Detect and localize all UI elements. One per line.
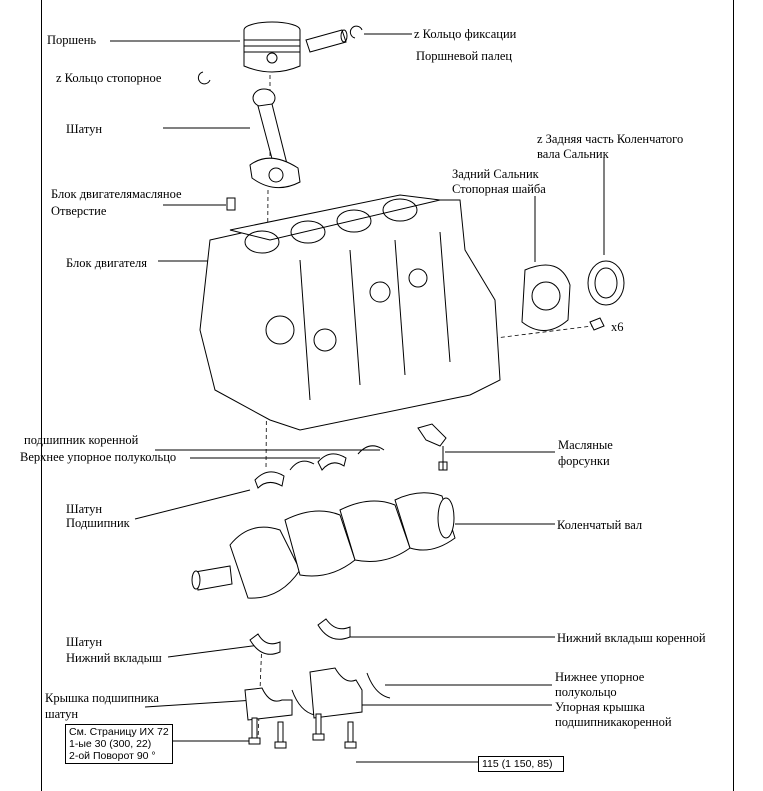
- label-lower-thrust-line1: Нижнее упорное: [555, 670, 645, 684]
- rear-oil-seal-shape: [587, 260, 625, 306]
- label-crankshaft: Коленчатый вал: [557, 518, 643, 532]
- label-oil-hole-line1: Блок двигателямасляное: [51, 187, 182, 201]
- label-oil-jets-line2: форсунки: [558, 454, 610, 468]
- label-engine-block: Блок двигателя: [66, 256, 147, 270]
- label-main-bearing: подшипник коренной: [24, 433, 139, 447]
- label-bearing-cap-line1: Крышка подшипника: [45, 691, 159, 705]
- label-rear-oil-seal-line1: z Задняя часть Коленчатого: [537, 132, 684, 146]
- label-rear-retainer-line1: Задний Сальник: [452, 167, 539, 181]
- torque-spec-left-line2: 1-ые 30 (300, 22): [69, 738, 152, 750]
- crankshaft-shape: [191, 492, 456, 599]
- label-rear-oil-seal-line2: вала Сальник: [537, 147, 609, 161]
- label-rod-lower-line2: Нижний вкладыш: [66, 651, 162, 665]
- engine-block-shape: [199, 194, 501, 431]
- label-snap-ring-left: z Кольцо стопорное: [56, 71, 162, 85]
- label-snap-ring-right: z Кольцо фиксации: [414, 27, 517, 41]
- torque-spec-box-right: 115 (1 150, 85): [478, 756, 564, 772]
- torque-spec-right-line1: 115 (1 150, 85): [482, 758, 553, 770]
- label-oil-jets-line1: Масляные: [558, 438, 613, 452]
- label-rear-retainer-line2: Стопорная шайба: [452, 182, 546, 196]
- label-connecting-rod: Шатун: [66, 122, 103, 136]
- label-main-cap-line2: подшипникакоренной: [555, 715, 672, 729]
- piston-pin-shape: [305, 29, 348, 53]
- label-upper-thrust: Верхнее упорное полукольцо: [20, 450, 177, 464]
- label-piston-pin: Поршневой палец: [416, 49, 513, 63]
- label-rod-bearing-line1: Шатун: [66, 502, 103, 516]
- label-rod-bearing-line2: Подшипник: [66, 516, 130, 530]
- label-bearing-cap-line2: шатун: [45, 707, 79, 721]
- frame-right-border: [733, 0, 734, 791]
- label-rod-lower-line1: Шатун: [66, 635, 103, 649]
- label-lower-main: Нижний вкладыш коренной: [557, 631, 706, 645]
- label-oil-hole-line2: Отверстие: [51, 204, 107, 218]
- connecting-rod-shape: [249, 88, 301, 189]
- label-piston: Поршень: [47, 33, 97, 47]
- torque-spec-left-line1: См. Страницу ИХ 72: [69, 726, 169, 738]
- oil-jet-shape: [417, 423, 448, 471]
- label-main-cap-line1: Упорная крышка: [555, 700, 645, 714]
- label-lower-thrust-line2: полукольцо: [555, 685, 617, 699]
- frame-left-border: [41, 0, 42, 791]
- torque-spec-left-line3: 2-ой Поворот 90 °: [69, 750, 156, 762]
- label-x6: x6: [611, 320, 624, 334]
- piston-shape: [243, 21, 301, 73]
- rear-retainer-shape: [521, 264, 571, 331]
- torque-spec-box-left: См. Страницу ИХ 72 1-ые 30 (300, 22) 2-о…: [65, 724, 173, 764]
